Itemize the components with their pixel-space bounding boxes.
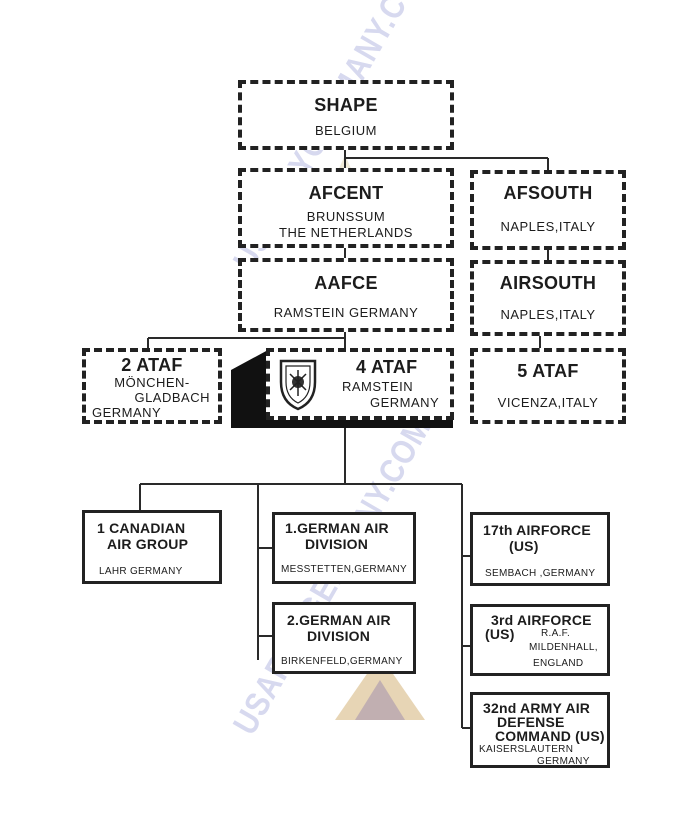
afcent-city: BRUNSSUM (306, 209, 386, 224)
army32-location-line1: KAISERSLAUTERN (479, 744, 574, 755)
german-air-division-1-box: 1.GERMAN AIR DIVISION MESSTETTEN,GERMANY (272, 512, 416, 584)
shape-name: SHAPE (314, 95, 378, 115)
army32-location-line2: GERMANY (537, 756, 590, 767)
airforce-3rd-box: 3rd AIRFORCE (US) R.A.F. MILDENHALL, ENG… (470, 604, 610, 676)
airsouth-box: AIRSOUTH NAPLES,ITALY (470, 260, 626, 336)
afcent-name: AFCENT (308, 183, 384, 203)
airsouth-name: AIRSOUTH (499, 273, 597, 293)
gad1-name-line2: DIVISION (305, 536, 369, 552)
ataf2-box: 2 ATAF MÖNCHEN- GLADBACH GERMANY (82, 348, 222, 424)
ataf2-country: GERMANY (92, 405, 162, 420)
afcent-country: THE NETHERLANDS (279, 225, 413, 240)
aafce-box: AAFCE RAMSTEIN GERMANY (238, 258, 454, 332)
af17-name-line2: (US) (509, 538, 539, 554)
afsouth-box: AFSOUTH NAPLES,ITALY (470, 170, 626, 250)
shape-box: SHAPE BELGIUM (238, 80, 454, 150)
canadian-name-line2: AIR GROUP (107, 536, 189, 552)
gad2-location: BIRKENFELD,GERMANY (281, 656, 403, 667)
af17-location: SEMBACH ,GERMANY (485, 568, 596, 579)
canadian-name-line1: 1 CANADIAN (97, 520, 186, 536)
army32-name-line1: 32nd ARMY AIR (483, 700, 591, 716)
ataf4-city: RAMSTEIN (342, 379, 414, 394)
ataf2-city-line1: MÖNCHEN- (114, 375, 190, 390)
gad2-name-line2: DIVISION (307, 628, 371, 644)
ataf5-name: 5 ATAF (517, 361, 579, 381)
af3-location-line1: R.A.F. (541, 628, 571, 639)
gad1-name-line1: 1.GERMAN AIR (285, 520, 389, 536)
af3-location-line2: MILDENHALL, (529, 642, 598, 653)
gad2-name-line1: 2.GERMAN AIR (287, 612, 391, 628)
army32-name-line2: DEFENSE (497, 714, 565, 730)
army32-name-line3: COMMAND (US) (495, 728, 605, 744)
shape-location: BELGIUM (314, 123, 377, 138)
afsouth-name: AFSOUTH (503, 183, 593, 203)
ataf4-box: 4 ATAF RAMSTEIN GERMANY (266, 348, 454, 420)
aafce-location: RAMSTEIN GERMANY (273, 305, 419, 320)
af17-name-line1: 17th AIRFORCE (483, 522, 591, 538)
canadian-location: LAHR GERMANY (99, 566, 183, 577)
airforce-17th-box: 17th AIRFORCE (US) SEMBACH ,GERMANY (470, 512, 610, 586)
ataf5-location: VICENZA,ITALY (497, 395, 599, 410)
airsouth-location: NAPLES,ITALY (500, 307, 596, 322)
ataf2-city-line2: GLADBACH (134, 390, 210, 405)
afcent-box: AFCENT BRUNSSUM THE NETHERLANDS (238, 168, 454, 248)
ataf4-country: GERMANY (370, 395, 440, 410)
ataf5-box: 5 ATAF VICENZA,ITALY (470, 348, 626, 424)
ataf2-name: 2 ATAF (121, 355, 183, 375)
canadian-air-group-box: 1 CANADIAN AIR GROUP LAHR GERMANY (82, 510, 222, 584)
german-air-division-2-box: 2.GERMAN AIR DIVISION BIRKENFELD,GERMANY (272, 602, 416, 674)
af3-name-line2: (US) (485, 626, 515, 642)
aafce-name: AAFCE (314, 273, 378, 293)
ataf4-shield-icon (279, 359, 317, 411)
af3-name-line1: 3rd AIRFORCE (491, 612, 592, 628)
army-air-defense-32nd-box: 32nd ARMY AIR DEFENSE COMMAND (US) KAISE… (470, 692, 610, 768)
gad1-location: MESSTETTEN,GERMANY (281, 564, 407, 575)
afsouth-location: NAPLES,ITALY (500, 219, 596, 234)
af3-location-line3: ENGLAND (533, 658, 584, 669)
ataf4-name: 4 ATAF (356, 357, 418, 377)
